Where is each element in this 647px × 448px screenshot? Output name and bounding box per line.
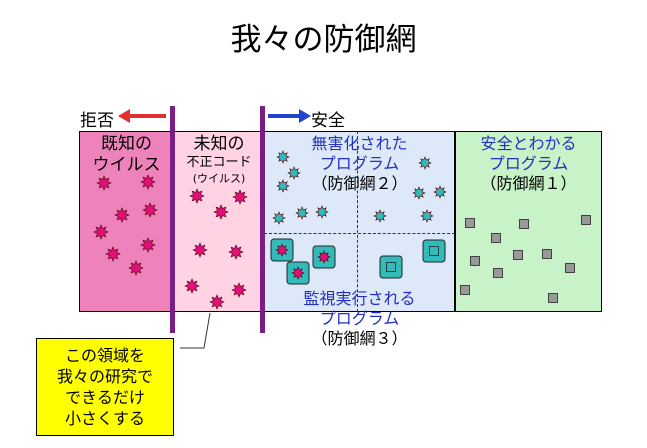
unknown-virus-icon	[232, 189, 248, 205]
unknown-virus-icon	[189, 188, 205, 204]
monitored-virus-icon	[275, 243, 289, 257]
harmless-program-icon	[272, 211, 286, 225]
callout-leader-line	[180, 312, 211, 349]
safe-program-icon	[491, 233, 501, 243]
harmless-program-label: 無害化された プログラム （防御網２）	[311, 134, 408, 193]
harmless-program-icon	[418, 156, 432, 170]
known-virus-icon	[105, 246, 121, 262]
safe-program-icon	[519, 219, 529, 229]
safe-program-icon	[548, 293, 558, 303]
harmless-program-icon	[276, 179, 290, 193]
safe-program-icon	[465, 218, 475, 228]
reject-arrow	[118, 109, 166, 123]
known-virus-icon	[142, 202, 158, 218]
known-virus-icon	[93, 224, 109, 240]
harmless-program-icon	[287, 166, 301, 180]
harmless-program-icon	[276, 150, 290, 164]
dashed-divider-vertical	[357, 131, 358, 312]
known-virus-icon	[140, 174, 156, 190]
unknown-virus-icon	[184, 278, 200, 294]
safe-program-icon	[581, 215, 591, 225]
known-virus-icon	[128, 260, 144, 276]
unknown-virus-icon	[228, 244, 244, 260]
harmless-program-icon	[412, 186, 426, 200]
monitored-virus-icon	[291, 266, 305, 280]
safe-program-icon	[460, 285, 470, 295]
harmless-program-icon	[420, 209, 434, 223]
harmless-program-icon	[373, 209, 387, 223]
research-callout-box: この領域を 我々の研究で できるだけ 小さくする	[36, 338, 174, 436]
known-virus-icon	[96, 175, 112, 191]
safe-boundary-line	[260, 106, 265, 333]
unknown-code-label: 未知の 不正コード (ウイルス)	[186, 134, 252, 185]
unknown-virus-icon	[192, 242, 208, 258]
known-virus-icon	[140, 237, 156, 253]
safe-arrow	[268, 109, 311, 123]
reject-label: 拒否	[80, 111, 114, 131]
unknown-virus-icon	[209, 294, 225, 310]
safe-program-icon	[565, 263, 575, 273]
unknown-virus-icon	[213, 204, 229, 220]
safe-label: 安全	[311, 111, 345, 131]
known-virus-icon	[114, 207, 130, 223]
safe-program-label: 安全とわかる プログラム （防御網１）	[480, 134, 577, 193]
reject-boundary-line	[170, 106, 175, 333]
known-virus-label: 既知の ウイルス	[92, 134, 161, 176]
monitored-virus-icon	[317, 250, 331, 264]
monitored-program-inner-icon	[429, 246, 439, 256]
safe-program-icon	[513, 250, 523, 260]
safe-program-icon	[493, 268, 503, 278]
known-virus-zone	[79, 131, 174, 312]
harmless-program-icon	[433, 185, 447, 199]
harmless-program-icon	[295, 206, 309, 220]
unknown-virus-icon	[231, 282, 247, 298]
safe-program-icon	[470, 256, 480, 266]
safe-program-icon	[542, 249, 552, 259]
harmless-program-icon	[315, 205, 329, 219]
monitored-program-inner-icon	[386, 262, 396, 272]
page-title: 我々の防御網	[230, 22, 417, 58]
monitored-program-label: 監視実行される プログラム （防御網３）	[303, 289, 416, 348]
dashed-divider-horizontal	[264, 233, 455, 234]
